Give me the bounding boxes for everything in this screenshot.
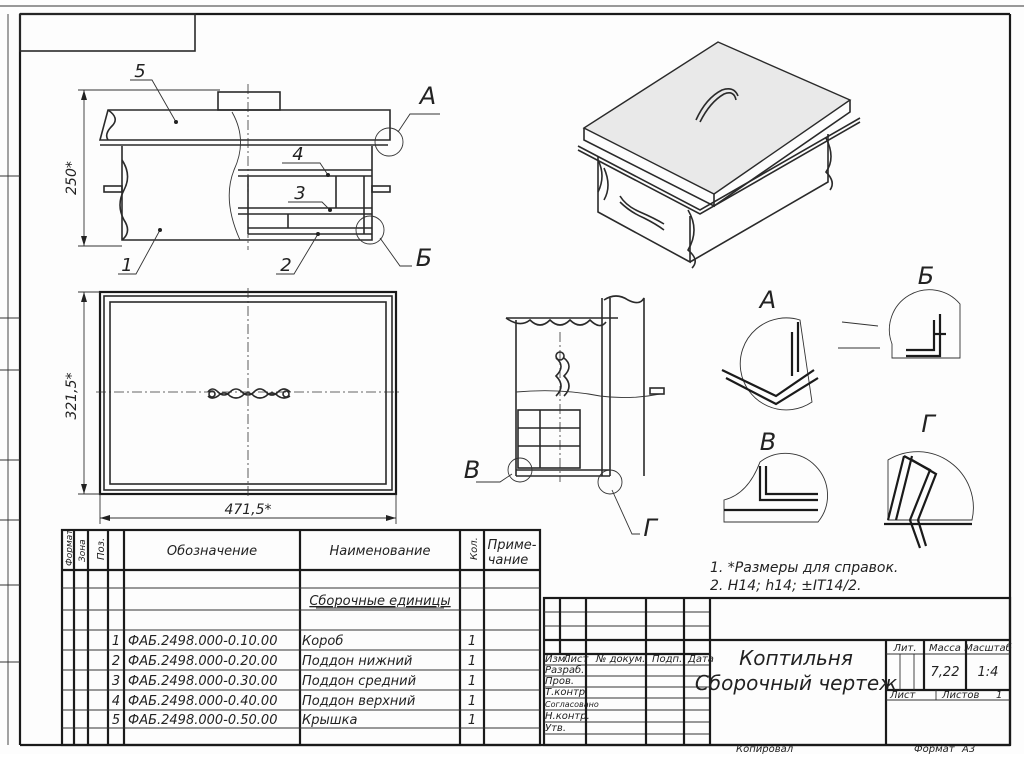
footer-copied: Копировал	[736, 744, 794, 754]
tb-role-sign: Подп.	[652, 654, 682, 665]
svg-text:1: 1	[468, 713, 476, 728]
bom-header-name: Наименование	[329, 544, 430, 559]
dim-length: 471,5*	[224, 502, 271, 518]
position-1-label: 1	[121, 255, 132, 276]
bom-table: Формат Зона Поз. Обозначение Наименовани…	[60, 529, 542, 747]
bom-header-note-1: Приме-	[488, 538, 537, 553]
bom-header-qty: Кол.	[469, 537, 480, 560]
tb-role-doc: № докум.	[595, 654, 645, 665]
svg-text:1: 1	[468, 634, 476, 649]
svg-text:ФАБ.2498.000-0.10.00: ФАБ.2498.000-0.10.00	[128, 634, 277, 649]
svg-text:Г: Г	[921, 410, 936, 438]
note-1: 1. *Размеры для справок.	[710, 560, 898, 576]
drawing-title: Коптильня	[739, 646, 853, 670]
svg-text:Б: Б	[918, 262, 934, 290]
drawing-subtitle: Сборочный чертеж	[695, 671, 897, 695]
position-3-label: 3	[294, 183, 305, 204]
svg-text:2: 2	[112, 654, 120, 669]
dim-width: 321,5*	[64, 372, 80, 419]
svg-text:В: В	[760, 428, 776, 456]
tb-scale-label: Масштаб	[964, 642, 1012, 654]
tb-scale-value: 1:4	[978, 665, 999, 680]
tb-sheets-value: 1	[996, 690, 1002, 701]
callout-a: А	[418, 82, 436, 110]
bom-row: 3 ФАБ.2498.000-0.30.00 Поддон средний 1	[112, 674, 476, 689]
tb-sheets-label: Листов	[941, 690, 979, 701]
svg-text:1: 1	[468, 694, 476, 709]
bom-row: 5 ФАБ.2498.000-0.50.00 Крышка 1	[112, 713, 476, 728]
svg-text:5: 5	[112, 713, 120, 728]
tb-role-date: Дата	[687, 654, 714, 665]
detail-g: Г	[884, 410, 974, 549]
tb-role-utv: Утв.	[545, 723, 566, 734]
footer-format-label: Формат	[914, 744, 956, 754]
svg-text:ФАБ.2498.000-0.20.00: ФАБ.2498.000-0.20.00	[128, 654, 277, 669]
svg-text:4: 4	[112, 694, 120, 709]
svg-text:ФАБ.2498.000-0.30.00: ФАБ.2498.000-0.30.00	[128, 674, 277, 689]
tb-role-razrab: Разраб.	[545, 664, 584, 676]
svg-text:Крышка: Крышка	[302, 713, 357, 728]
svg-text:ФАБ.2498.000-0.50.00: ФАБ.2498.000-0.50.00	[128, 713, 277, 728]
tb-role-prov: Пров.	[545, 676, 574, 687]
position-4-label: 4	[292, 144, 303, 165]
bom-row: 4 ФАБ.2498.000-0.40.00 Поддон верхний 1	[112, 694, 476, 709]
callout-v: В	[464, 456, 480, 484]
tb-role-nkontr: Н.контр.	[545, 711, 590, 722]
svg-text:1: 1	[468, 674, 476, 689]
detail-a: А	[721, 286, 819, 411]
svg-text:Короб: Короб	[302, 634, 343, 649]
tb-role-izm: Изм.	[545, 654, 569, 665]
bom-header-format: Формат	[65, 529, 75, 566]
bom-header-zone: Зона	[78, 539, 88, 562]
tb-mass-label: Масса	[929, 643, 961, 654]
title-block: Изм. Лист № докум. Подп. Дата Разраб. Пр…	[542, 596, 1012, 747]
note-2: 2. H14; h14; ±IT14/2.	[710, 578, 861, 594]
tb-role-list: Лист	[562, 654, 590, 665]
front-view: 250* 5 4 3 1 2 А Б	[64, 61, 440, 276]
tb-lit-label: Лит.	[892, 643, 916, 654]
svg-text:Поддон нижний: Поддон нижний	[302, 654, 412, 669]
svg-text:3: 3	[112, 674, 120, 689]
position-5-label: 5	[134, 61, 145, 82]
tb-mass-value: 7,22	[931, 665, 960, 680]
bom-section-title: Сборочные единицы	[309, 594, 450, 609]
tb-sheet-label: Лист	[889, 690, 917, 701]
dim-height: 250*	[64, 161, 80, 195]
svg-text:1: 1	[112, 634, 120, 649]
top-view: 321,5* 471,5*	[64, 288, 400, 524]
bom-header-pos: Поз.	[96, 538, 107, 560]
callout-g: Г	[643, 514, 658, 542]
svg-text:Поддон верхний: Поддон верхний	[302, 694, 415, 709]
section-view: В Г	[464, 295, 665, 542]
bom-header-note-2: чание	[488, 553, 529, 568]
detail-b: Б	[838, 262, 961, 359]
detail-v: В	[723, 428, 828, 523]
bom-row: 1 ФАБ.2498.000-0.10.00 Короб 1	[112, 634, 476, 649]
footer-format-value: А3	[961, 744, 975, 754]
svg-text:Поддон средний: Поддон средний	[302, 674, 416, 689]
isometric-view	[577, 41, 861, 269]
svg-text:ФАБ.2498.000-0.40.00: ФАБ.2498.000-0.40.00	[128, 694, 277, 709]
svg-text:А: А	[758, 286, 776, 314]
tb-role-tkontr: Т.контр.	[545, 687, 588, 698]
bom-row: 2 ФАБ.2498.000-0.20.00 Поддон нижний 1	[112, 654, 476, 669]
bom-header-designation: Обозначение	[167, 544, 257, 559]
callout-b: Б	[416, 244, 432, 272]
tb-role-soglas: Согласовано	[545, 700, 599, 709]
svg-text:1: 1	[468, 654, 476, 669]
position-2-label: 2	[280, 255, 291, 276]
